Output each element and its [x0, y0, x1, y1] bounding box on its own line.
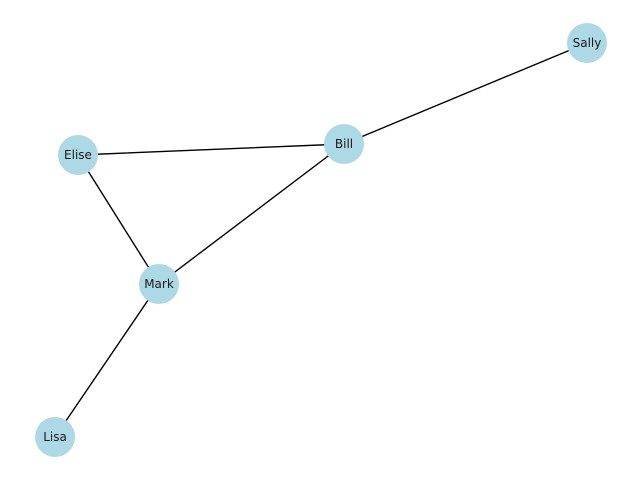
graph-node-circle[interactable] — [324, 124, 364, 164]
graph-edge — [158, 143, 345, 285]
graph-node-circle[interactable] — [567, 23, 607, 63]
graph-node-bill[interactable]: Bill — [324, 124, 364, 164]
graph-node-elise[interactable]: Elise — [58, 135, 98, 175]
edge-layer — [54, 42, 588, 438]
graph-node-circle[interactable] — [58, 135, 98, 175]
graph-node-circle[interactable] — [35, 417, 75, 457]
graph-node-circle[interactable] — [139, 264, 179, 304]
graph-node-mark[interactable]: Mark — [139, 264, 179, 304]
graph-node-sally[interactable]: Sally — [567, 23, 607, 63]
graph-edge — [77, 143, 345, 156]
graph-edge — [343, 42, 588, 145]
graph-edge — [54, 283, 160, 438]
graph-edge — [77, 154, 160, 285]
graph-node-lisa[interactable]: Lisa — [35, 417, 75, 457]
